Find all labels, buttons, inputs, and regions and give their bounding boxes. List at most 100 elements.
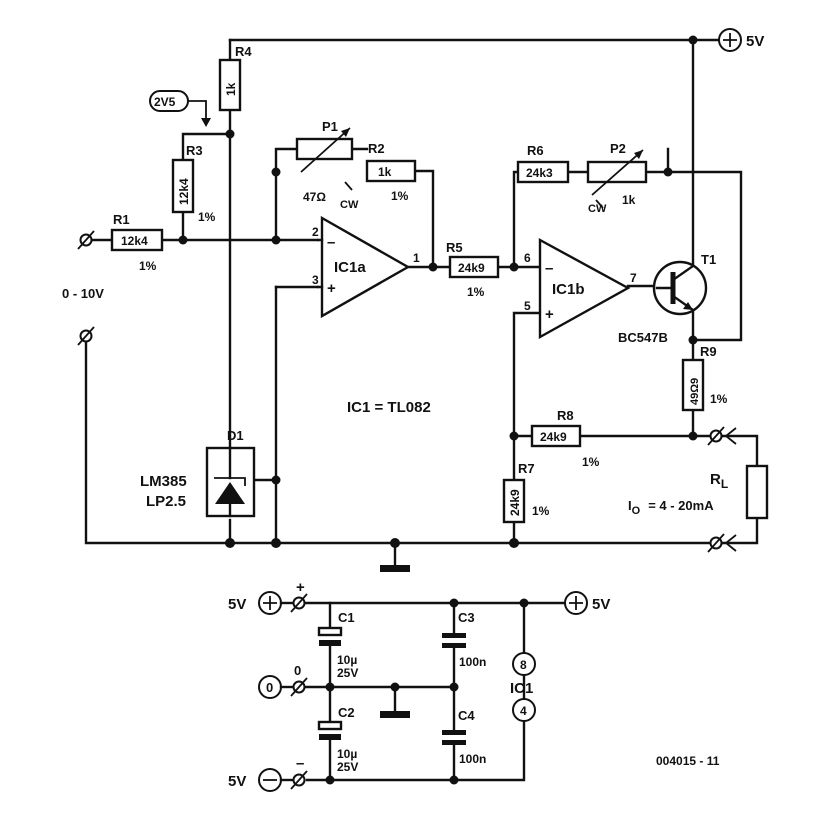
r1-tolerance: 1% <box>139 259 157 273</box>
top-supply-label: 5V <box>746 33 764 50</box>
transistor-t1 <box>652 260 708 316</box>
opamp-ic1a <box>316 215 411 319</box>
r2-name: R2 <box>368 141 385 156</box>
r3-value: 12k4 <box>177 178 191 205</box>
ground-symbol-supply <box>380 711 410 718</box>
capacitor-c2 <box>317 720 343 740</box>
c3-name: C3 <box>458 610 475 625</box>
ic1-pin4-marker <box>512 698 536 722</box>
c2-voltage: 25V <box>337 760 358 774</box>
r8-value: 24k9 <box>540 430 567 444</box>
d1-type-line2: LP2.5 <box>146 493 186 510</box>
pin-1-label: 1 <box>413 251 420 265</box>
c1-value: 10µ <box>337 653 357 667</box>
p1-value: 47Ω <box>303 190 326 204</box>
r6-name: R6 <box>527 143 544 158</box>
r9-value: 49Ω9 <box>689 378 701 405</box>
r9-name: R9 <box>700 344 717 359</box>
p1-name: P1 <box>322 119 338 134</box>
r3-tolerance: 1% <box>198 210 216 224</box>
capacitor-c4 <box>442 730 466 745</box>
resistor-r4 <box>218 58 242 112</box>
r3-name: R3 <box>186 143 203 158</box>
input-terminal-top <box>77 230 95 250</box>
ic1-supply-name: IC1 <box>510 680 533 697</box>
r5-tolerance: 1% <box>467 285 485 299</box>
ic-type-note: IC1 = TL082 <box>347 399 431 416</box>
r7-name: R7 <box>518 461 535 476</box>
p2-name: P2 <box>610 141 626 156</box>
r4-name: R4 <box>235 44 252 59</box>
t1-type: BC547B <box>618 330 668 345</box>
c2-value: 10µ <box>337 747 357 761</box>
zener-diode-d1 <box>205 446 256 518</box>
potentiometer-p2 <box>586 149 648 209</box>
c4-value: 100n <box>459 752 486 766</box>
c1-name: C1 <box>338 610 355 625</box>
input-range-label: 0 - 10V <box>62 286 104 301</box>
c1-voltage: 25V <box>337 666 358 680</box>
capacitor-c1 <box>317 626 343 646</box>
power-symbol-supply-left-plus <box>258 591 295 615</box>
reference-voltage-marker <box>149 90 211 127</box>
pin-6-label: 6 <box>524 251 531 265</box>
supply-minus-mark: – <box>296 755 304 772</box>
supply-pos-right-label: 5V <box>592 596 610 613</box>
resistor-r6 <box>516 160 570 184</box>
resistor-r3 <box>171 158 195 214</box>
ic1-pin4: 4 <box>520 704 527 718</box>
resistor-r5 <box>448 255 500 279</box>
load-resistor-rl <box>745 464 769 520</box>
resistor-r1 <box>110 228 164 252</box>
supply-zero-mark: 0 <box>294 663 301 678</box>
r5-value: 24k9 <box>458 261 485 275</box>
opamp-ic1b <box>538 237 631 340</box>
ic1b-plus: + <box>545 306 554 323</box>
potentiometer-p1 <box>295 127 354 191</box>
load-terminal-bottom <box>707 533 737 553</box>
r4-value: 1k <box>224 82 238 96</box>
r1-name: R1 <box>113 212 130 227</box>
pin-5-label: 5 <box>524 299 531 313</box>
r8-tolerance: 1% <box>582 455 600 469</box>
ic1a-minus: – <box>327 234 335 251</box>
ic1b-label: IC1b <box>552 281 585 298</box>
input-terminal-bottom <box>77 326 95 346</box>
capacitor-c3 <box>442 633 466 648</box>
ic1-pin8-marker <box>512 652 536 676</box>
r7-value: 24k9 <box>508 489 522 516</box>
ic1b-minus: – <box>545 260 553 277</box>
supply-terminal-minus <box>290 770 308 790</box>
power-symbol-supply-minus <box>258 768 295 792</box>
t1-name: T1 <box>701 252 716 267</box>
r9-tolerance: 1% <box>710 392 728 406</box>
d1-type-line1: LM385 <box>140 473 187 490</box>
junctions <box>178 35 698 785</box>
r2-value: 1k <box>378 165 392 179</box>
supply-plus-mark: + <box>296 579 305 596</box>
p2-direction: CW <box>588 203 607 215</box>
p2-value: 1k <box>622 193 636 207</box>
c4-name: C4 <box>458 708 475 723</box>
p1-direction: CW <box>340 199 359 211</box>
pin-7-label: 7 <box>630 271 637 285</box>
ic1a-label: IC1a <box>334 259 366 276</box>
resistor-r7 <box>502 478 526 524</box>
ground-symbol-main <box>380 565 410 572</box>
load-name: RL <box>710 471 728 491</box>
d1-name: D1 <box>227 428 244 443</box>
r5-name: R5 <box>446 240 463 255</box>
c2-name: C2 <box>338 705 355 720</box>
power-symbol-supply-zero <box>258 675 295 699</box>
power-symbol-top <box>718 28 742 52</box>
r2-tolerance: 1% <box>391 189 409 203</box>
pin-2-label: 2 <box>312 225 319 239</box>
figure-id: 004015 - 11 <box>656 754 720 768</box>
load-terminal-top <box>707 426 737 446</box>
r8-name: R8 <box>557 408 574 423</box>
c3-value: 100n <box>459 655 486 669</box>
supply-neg-label: 5V <box>228 773 246 790</box>
resistor-r9 <box>681 358 705 412</box>
r7-tolerance: 1% <box>532 504 550 518</box>
